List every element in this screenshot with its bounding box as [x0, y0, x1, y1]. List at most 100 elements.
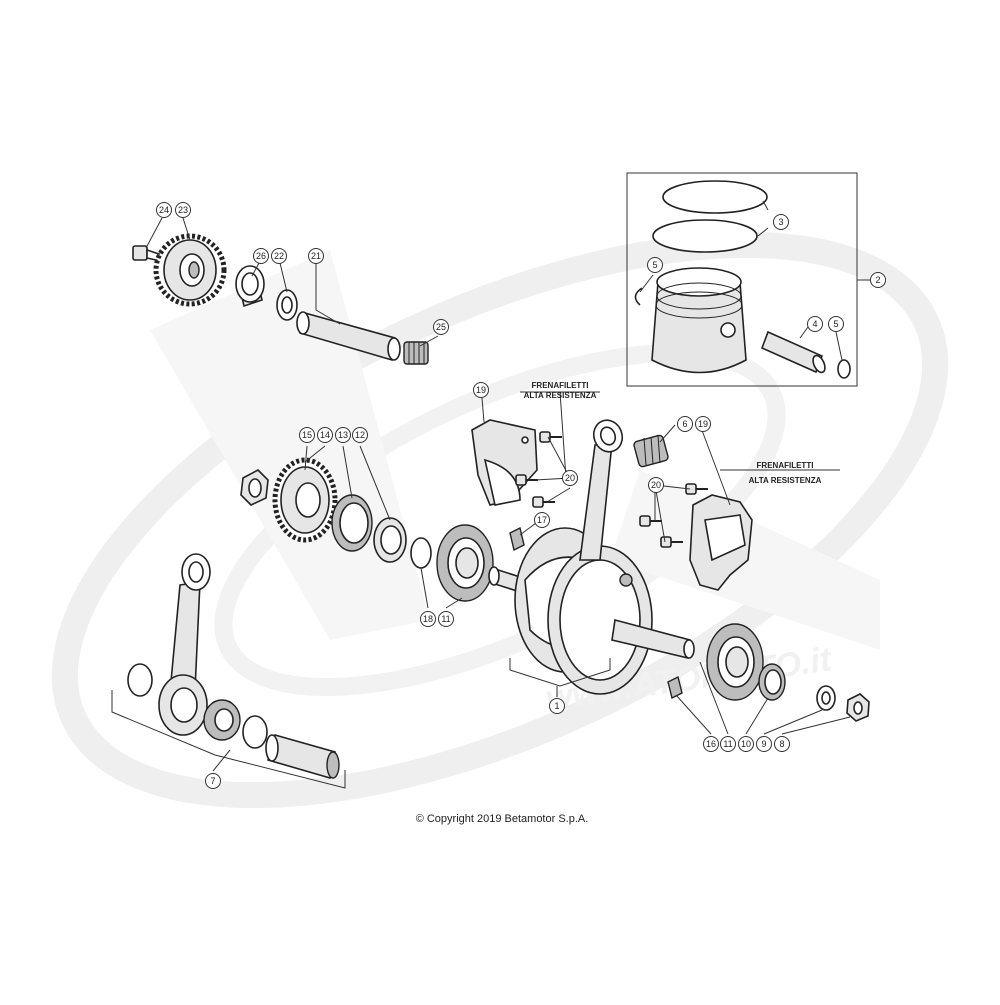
callout-13-label: 13 [338, 430, 348, 440]
piston [651, 267, 747, 374]
callout-8: 8 [774, 736, 790, 752]
callout-10-label: 10 [741, 739, 751, 749]
callout-5-right: 5 [828, 316, 844, 332]
big-end-bearing [203, 699, 241, 741]
callout-21-label: 21 [311, 251, 321, 261]
callout-11-right: 11 [720, 736, 736, 752]
callout-13: 13 [335, 427, 351, 443]
callout-4: 4 [807, 316, 823, 332]
callout-16-label: 16 [706, 739, 716, 749]
callout-23: 23 [175, 202, 191, 218]
note-right-line2: ALTA RESISTENZA [749, 476, 822, 485]
connecting-rod [579, 419, 624, 561]
balancer-gear [153, 233, 227, 307]
piston-pin [760, 330, 826, 374]
callout-20-right-label: 20 [651, 480, 661, 490]
callout-25-label: 25 [436, 322, 446, 332]
callout-10: 10 [738, 736, 754, 752]
callout-7-label: 7 [210, 776, 215, 786]
callout-8-label: 8 [779, 739, 784, 749]
callout-7: 7 [205, 773, 221, 789]
callout-24: 24 [156, 202, 172, 218]
oil-seal-13 [331, 494, 373, 552]
callout-26: 26 [253, 248, 269, 264]
note-left-line2: ALTA RESISTENZA [524, 391, 597, 400]
callout-3-label: 3 [778, 217, 783, 227]
spacer-bush-26 [235, 265, 265, 308]
balancer-shaft-21 [296, 311, 401, 362]
callout-11-left: 11 [438, 611, 454, 627]
callout-5-left-label: 5 [652, 260, 657, 270]
callout-22: 22 [271, 248, 287, 264]
thread-locker-note-left: FRENAFILETTI ALTA RESISTENZA [524, 381, 597, 400]
callout-16: 16 [703, 736, 719, 752]
piston-ring-lower [652, 219, 758, 253]
nut-8 [846, 693, 870, 722]
callout-11-right-label: 11 [723, 739, 732, 749]
bolt-20-f [660, 536, 683, 548]
callout-9-label: 9 [761, 739, 766, 749]
callout-17-label: 17 [537, 515, 547, 525]
crankshaft-bracket [509, 658, 611, 687]
callout-19-left-label: 19 [476, 385, 486, 395]
crankshaft-assembly [488, 419, 695, 695]
leader-lines [145, 200, 851, 772]
spacer-12 [373, 517, 407, 563]
crankshaft-right-stub [611, 618, 695, 659]
callout-23-label: 23 [178, 205, 188, 215]
primary-gear-14 [272, 457, 338, 543]
callout-20-left-label: 20 [565, 473, 575, 483]
oil-seal-10 [758, 663, 786, 701]
callout-19-right: 19 [695, 416, 711, 432]
callout-20-right: 20 [648, 477, 664, 493]
callout-21: 21 [308, 248, 324, 264]
callout-1: 1 [549, 698, 565, 714]
callout-19-right-label: 19 [698, 419, 708, 429]
callout-5-left: 5 [647, 257, 663, 273]
callout-17: 17 [534, 512, 550, 528]
callout-5-right-label: 5 [833, 319, 838, 329]
callout-12-label: 12 [355, 430, 365, 440]
needle-bearing-25 [403, 341, 429, 365]
callout-15-label: 15 [302, 430, 312, 440]
thrust-washer-right [242, 715, 268, 749]
callout-6-label: 6 [682, 419, 687, 429]
left-gear-row [240, 457, 494, 602]
callout-15: 15 [299, 427, 315, 443]
note-left-line1: FRENAFILETTI [532, 381, 589, 390]
callouts: 24 23 26 22 21 25 3 5 2 4 5 19 6 19 15 1… [156, 202, 886, 789]
nut-15 [240, 469, 269, 506]
bolt-20-c [532, 496, 555, 508]
thrust-washer-left [127, 663, 153, 697]
main-bearing-11-right [706, 623, 764, 701]
callout-14: 14 [317, 427, 333, 443]
callout-12: 12 [352, 427, 368, 443]
callout-2: 2 [870, 272, 886, 288]
callout-26-label: 26 [256, 251, 266, 261]
callout-18: 18 [420, 611, 436, 627]
callout-24-label: 24 [159, 205, 169, 215]
bolt-20-a [539, 431, 562, 443]
callout-18-label: 18 [423, 614, 433, 624]
small-end-bearing-6 [633, 434, 669, 468]
balancer-shaft-group [132, 233, 429, 365]
crank-web-right [547, 545, 653, 695]
balancer-weight-right [689, 494, 753, 591]
callout-1-label: 1 [554, 701, 559, 711]
callout-3: 3 [773, 214, 789, 230]
callout-9: 9 [756, 736, 772, 752]
washer-9 [816, 685, 836, 711]
copyright-notice: © Copyright 2019 Betamotor S.p.A. [416, 813, 589, 825]
callout-14-label: 14 [320, 430, 330, 440]
conrod-kit-bracket [111, 690, 346, 789]
balancer-weights [471, 419, 753, 591]
woodruff-key-16 [667, 675, 683, 700]
callout-25: 25 [433, 319, 449, 335]
bolt-20-e [639, 515, 662, 527]
callout-2-label: 2 [875, 275, 880, 285]
right-bearing-stack [667, 623, 870, 722]
washer-22 [276, 289, 298, 321]
callout-4-label: 4 [812, 319, 817, 329]
